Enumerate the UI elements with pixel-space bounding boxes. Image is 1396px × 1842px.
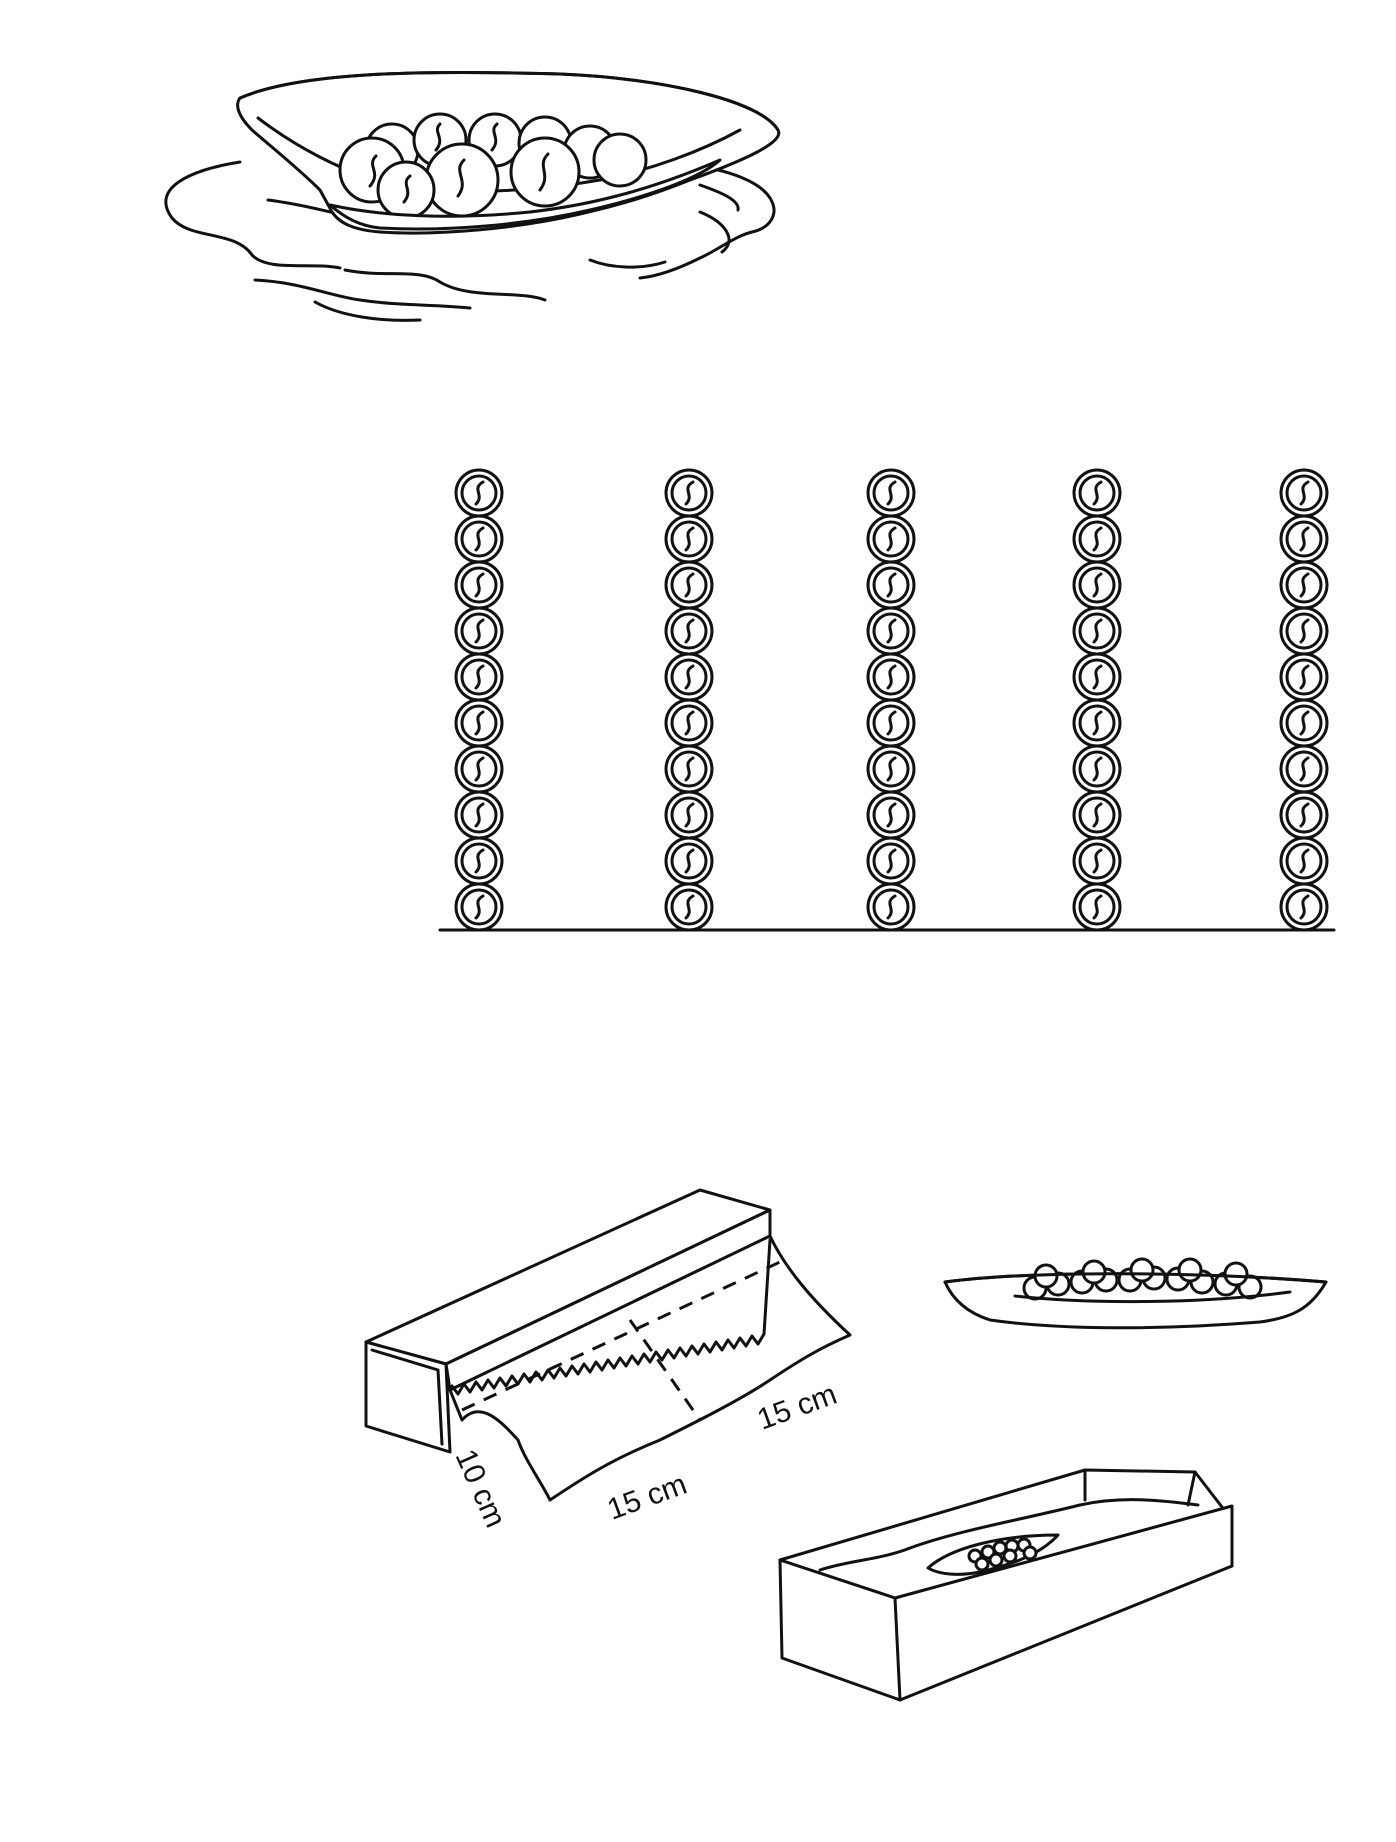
marble <box>866 514 916 564</box>
water-tray-with-boat <box>778 1468 1234 1702</box>
label-15cm-bottom: 15 cm <box>603 1468 691 1527</box>
marble-columns <box>438 468 1336 932</box>
small-boat-marble <box>1129 1257 1155 1283</box>
marble <box>1072 560 1122 610</box>
marble <box>454 698 504 748</box>
marble <box>866 882 916 932</box>
marble <box>866 698 916 748</box>
marble <box>866 468 916 518</box>
small-boat-marble <box>1177 1257 1203 1283</box>
marble <box>454 560 504 610</box>
marble <box>1279 836 1329 886</box>
marble <box>664 744 714 794</box>
marble <box>1072 698 1122 748</box>
marble <box>1072 882 1122 932</box>
marble <box>1072 790 1122 840</box>
marble <box>664 606 714 656</box>
marble <box>1072 468 1122 518</box>
marble <box>664 836 714 886</box>
marble <box>454 514 504 564</box>
marble <box>454 790 504 840</box>
marble <box>454 652 504 702</box>
small-loaded-boat <box>943 1257 1328 1330</box>
marble <box>664 468 714 518</box>
marble <box>1279 882 1329 932</box>
boat-marbles <box>338 112 648 220</box>
marble <box>664 652 714 702</box>
marble <box>1072 652 1122 702</box>
marble <box>1279 514 1329 564</box>
marble <box>1279 560 1329 610</box>
small-boat-marble <box>1223 1261 1249 1287</box>
marble <box>664 698 714 748</box>
marble <box>866 606 916 656</box>
marble <box>454 606 504 656</box>
marble <box>1072 744 1122 794</box>
marble <box>1072 606 1122 656</box>
marble <box>866 560 916 610</box>
marble <box>1072 514 1122 564</box>
marble <box>664 790 714 840</box>
marble <box>1279 698 1329 748</box>
marble <box>454 882 504 932</box>
label-15cm-right: 15 cm <box>753 1378 841 1437</box>
marble <box>1279 606 1329 656</box>
marble <box>454 836 504 886</box>
marble <box>1279 790 1329 840</box>
marble <box>1279 652 1329 702</box>
marble <box>866 744 916 794</box>
marble <box>1279 744 1329 794</box>
foil-sheet <box>448 1234 852 1502</box>
small-boat-marble <box>1081 1259 1107 1285</box>
marble <box>454 468 504 518</box>
marble <box>866 836 916 886</box>
floating-boat-with-marbles <box>164 70 781 322</box>
marble <box>1072 836 1122 886</box>
foil-roll-with-sheet: 10 cm 15 cm 15 cm <box>364 1188 852 1532</box>
marble <box>866 790 916 840</box>
marble <box>866 652 916 702</box>
label-10cm: 10 cm <box>449 1444 512 1532</box>
marble <box>664 882 714 932</box>
marble <box>664 514 714 564</box>
marble <box>664 560 714 610</box>
marble <box>454 744 504 794</box>
marble <box>1279 468 1329 518</box>
water-ripples <box>164 160 776 322</box>
